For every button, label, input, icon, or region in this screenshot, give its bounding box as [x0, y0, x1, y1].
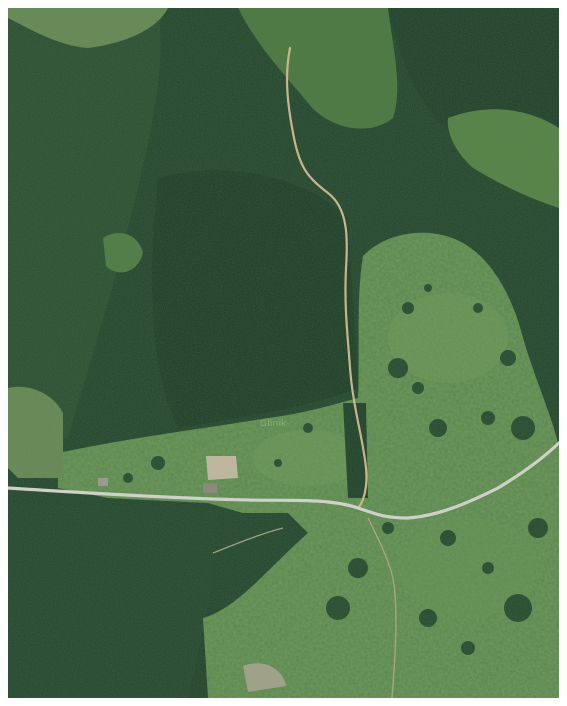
- aerial-map-svg: [8, 8, 559, 698]
- aerial-photo: Glinik: [8, 8, 559, 698]
- farm-track: [212, 527, 284, 554]
- main-road: [8, 441, 559, 520]
- place-label: Glinik: [260, 419, 287, 429]
- clearing-bottom: [243, 663, 286, 692]
- canopy-texture: [8, 8, 559, 698]
- dirt-track-branch: [367, 517, 397, 698]
- building-2: [98, 478, 108, 486]
- building-1: [203, 483, 217, 493]
- clearing-courtyard: [206, 456, 238, 480]
- dirt-track: [285, 46, 368, 510]
